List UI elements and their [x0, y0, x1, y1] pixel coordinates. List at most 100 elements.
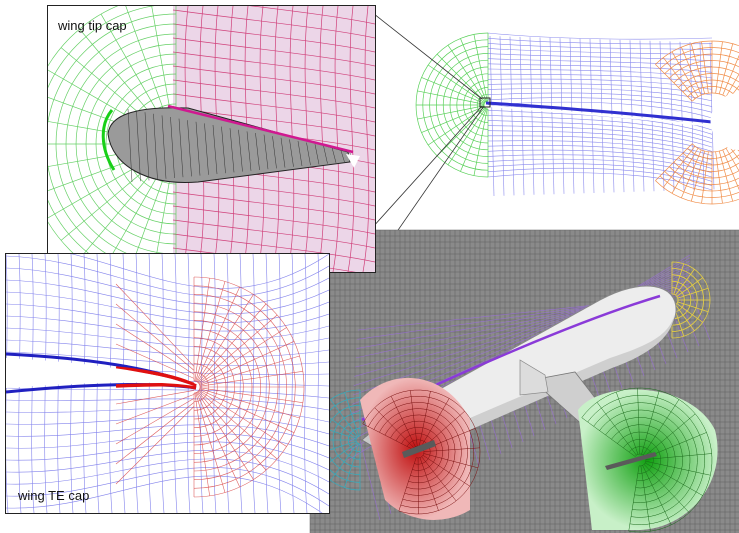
mesh-line — [487, 158, 713, 178]
mesh-line — [196, 391, 254, 480]
mesh-line — [127, 108, 133, 183]
mesh-line — [644, 413, 696, 457]
mesh-line — [195, 392, 226, 493]
mesh-line — [115, 283, 195, 367]
mesh-line — [589, 38, 595, 194]
mesh-line — [619, 39, 625, 193]
mesh-line — [304, 254, 308, 513]
mesh-line — [172, 23, 375, 53]
connector-line — [371, 105, 483, 229]
mesh-line — [398, 457, 417, 512]
mesh-line — [115, 303, 195, 371]
wing-tip-cap-panel: wing tip cap — [47, 5, 376, 273]
mesh-line — [280, 137, 286, 168]
mesh-line — [673, 263, 685, 295]
mesh-line — [421, 77, 485, 104]
mesh-line — [569, 38, 575, 194]
mesh-line — [722, 149, 739, 191]
tail-fin — [519, 359, 549, 396]
mesh-line — [671, 51, 699, 97]
mesh-line — [422, 455, 470, 487]
mesh-line — [677, 301, 709, 313]
mesh-line — [487, 63, 713, 73]
mesh-line — [199, 388, 300, 419]
overview-mesh — [415, 32, 739, 205]
mesh-line — [340, 148, 345, 163]
mesh-line — [263, 134, 269, 170]
mesh-line — [6, 424, 329, 447]
mesh-line — [675, 304, 695, 331]
mesh-line — [637, 388, 641, 455]
mesh-line — [655, 40, 739, 65]
mesh-line — [681, 46, 702, 96]
mesh-line — [172, 65, 375, 95]
mesh-line — [306, 142, 311, 166]
mesh-line — [728, 85, 739, 99]
mesh-line — [669, 41, 675, 191]
mesh-line — [196, 286, 240, 382]
mesh-line — [579, 38, 585, 194]
mesh-line — [487, 73, 713, 85]
mesh-line — [725, 73, 739, 97]
mesh-line — [212, 124, 218, 175]
mesh-line — [199, 387, 303, 403]
mesh-line — [487, 37, 713, 45]
mesh-line — [195, 281, 226, 382]
mesh-line — [330, 443, 358, 481]
mesh-line — [170, 116, 175, 179]
mesh-line — [418, 391, 431, 447]
mesh-line — [194, 278, 210, 382]
mesh-line — [671, 148, 699, 194]
mesh-line — [559, 38, 565, 194]
mesh-line — [198, 327, 287, 385]
mesh-line — [187, 120, 192, 177]
mesh-line — [487, 140, 713, 161]
mesh-line — [699, 42, 705, 190]
mesh-line — [628, 465, 640, 532]
wing-te-cap-mesh — [6, 254, 329, 513]
mesh-line — [362, 389, 481, 515]
mesh-line — [197, 303, 267, 383]
mesh-line — [655, 64, 693, 102]
mesh-line — [6, 475, 323, 513]
mesh-line — [172, 205, 375, 235]
wing-tip-cap-mesh — [48, 6, 375, 272]
mesh-line — [641, 390, 660, 455]
mesh-line — [314, 144, 320, 165]
mesh-line — [115, 390, 195, 405]
mesh-line — [249, 6, 375, 25]
mesh-line — [427, 64, 485, 104]
mesh-line — [331, 147, 337, 163]
mesh-line — [519, 36, 525, 196]
mesh-line — [6, 398, 329, 411]
mesh-line — [655, 180, 739, 205]
mesh-line — [676, 303, 703, 323]
wing-section-highlight — [487, 105, 713, 127]
mesh-line — [728, 146, 739, 160]
mesh-line — [417, 90, 485, 105]
mesh-line — [642, 465, 672, 525]
mesh-line — [362, 6, 370, 272]
mesh-line — [487, 114, 713, 139]
wing-tip-cap-mesh-green — [578, 387, 718, 533]
mesh-line — [6, 303, 329, 332]
mesh-line — [291, 254, 295, 513]
mesh-line — [239, 254, 243, 513]
tip-marker — [479, 97, 491, 108]
mesh-line — [172, 233, 375, 263]
mesh-line — [722, 54, 739, 96]
te-red-lower — [115, 382, 197, 390]
mesh-line — [487, 167, 713, 186]
mesh-line — [487, 42, 713, 50]
mesh-line — [690, 150, 706, 202]
mesh-line — [6, 415, 329, 435]
airfoil-leading-edge — [101, 109, 116, 171]
mesh-line — [487, 149, 713, 169]
mesh-line — [423, 447, 480, 452]
mesh-line — [115, 398, 195, 445]
mesh-line — [410, 390, 418, 447]
mesh-line — [199, 389, 295, 433]
mesh-line — [615, 391, 639, 455]
mesh-line — [640, 465, 651, 532]
